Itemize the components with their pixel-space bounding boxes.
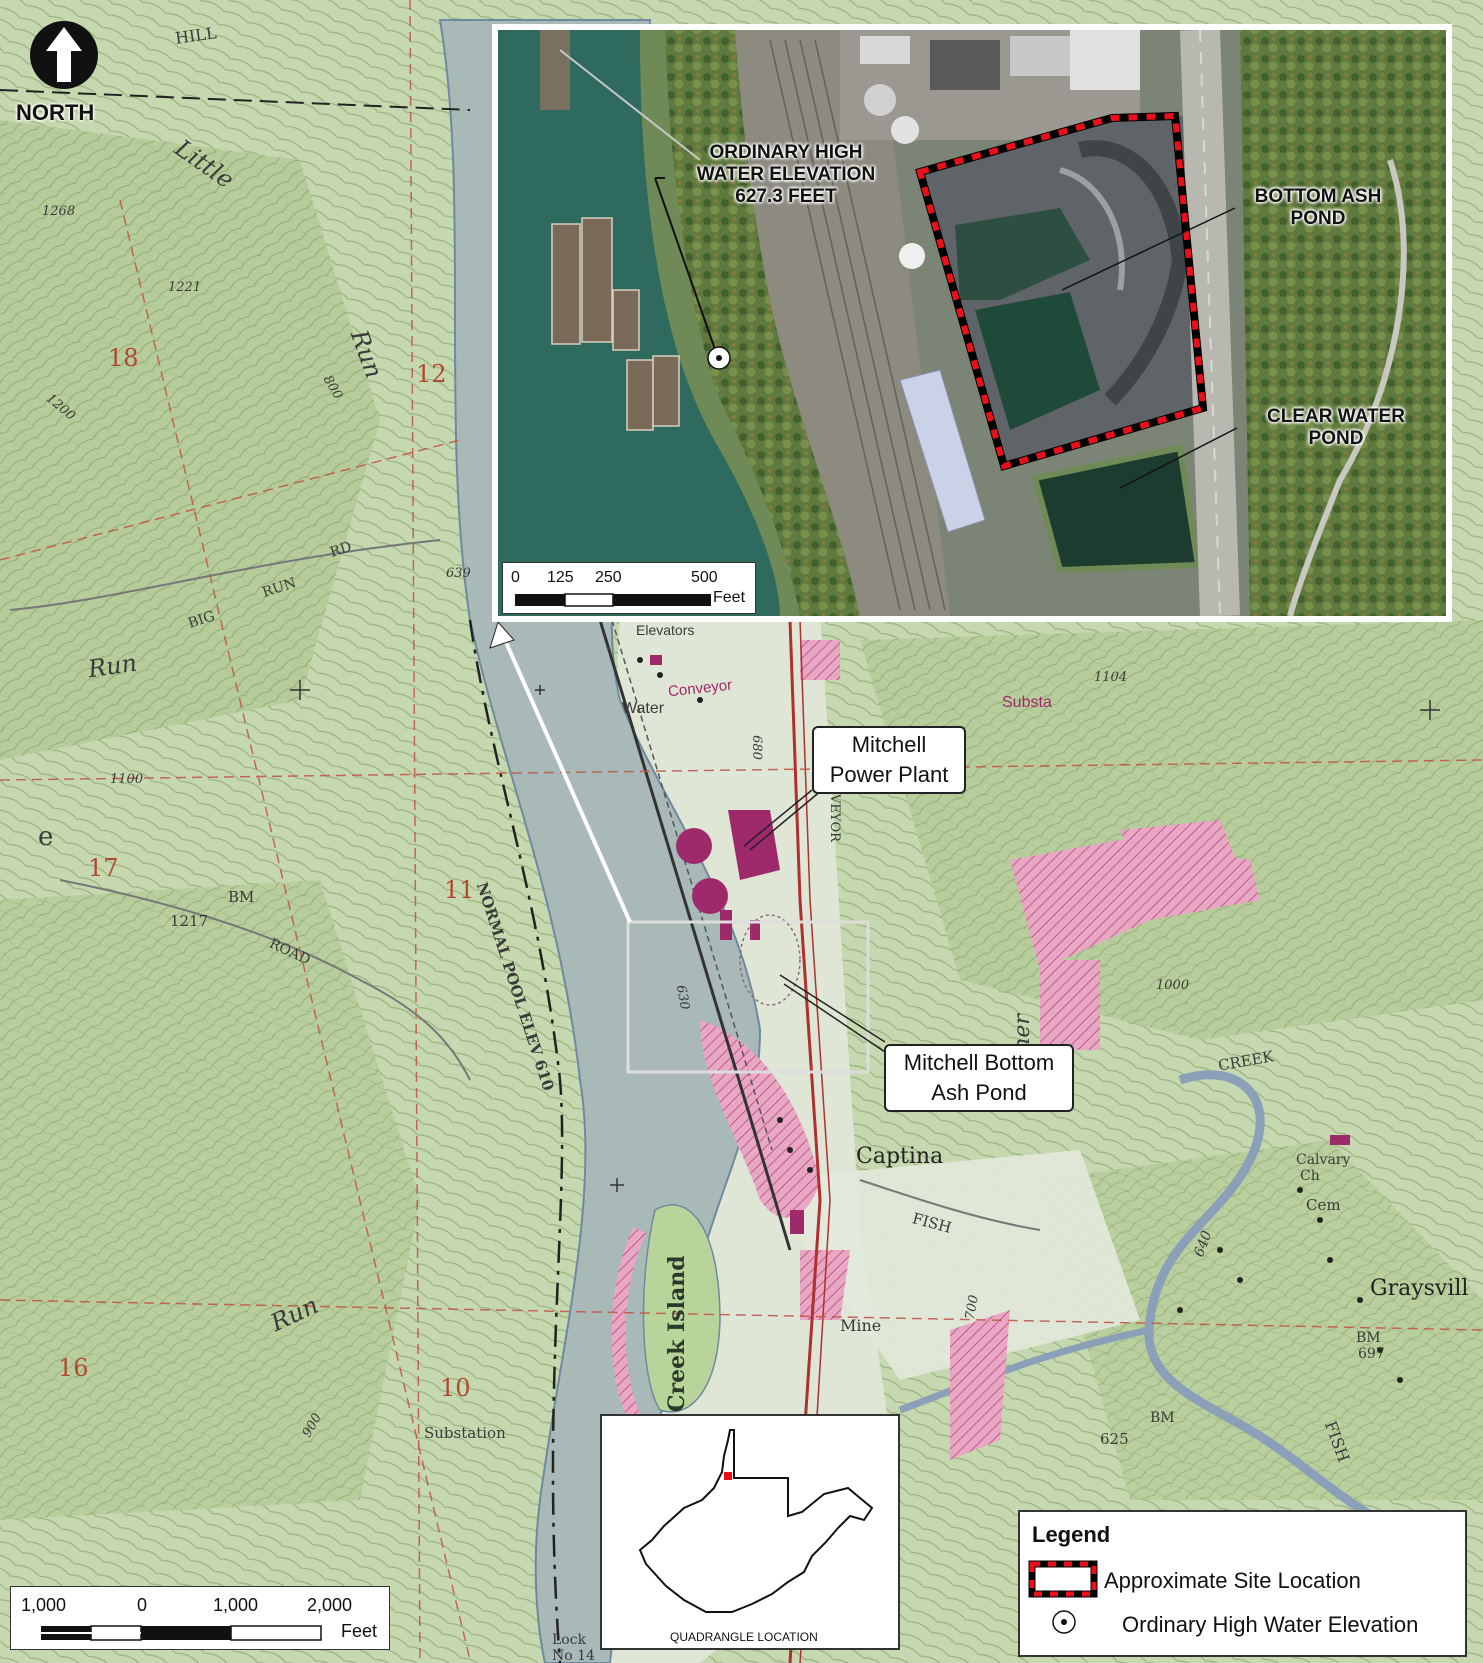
main-scale-bar: 1,000 0 1,000 2,000 Feet xyxy=(10,1586,390,1650)
bottom-ash-line-2: POND xyxy=(1290,208,1346,229)
elev-697-label: 697 xyxy=(1358,1346,1385,1362)
legend-title: Legend xyxy=(1032,1522,1111,1547)
lock-label: Lock xyxy=(552,1632,587,1648)
substation-label: Substation xyxy=(424,1424,506,1442)
inset-scale-tick-125: 125 xyxy=(547,569,574,586)
quadrangle-location-inset: QUADRANGLE LOCATION xyxy=(600,1414,900,1650)
main-scale-unit: Feet xyxy=(341,1621,378,1641)
mine-label: Mine xyxy=(840,1316,882,1335)
bottom-ash-line-1: BOTTOM ASH xyxy=(1254,186,1382,207)
ohwe-point-icon xyxy=(1052,1610,1076,1634)
section-number-11: 11 xyxy=(444,876,475,904)
elev-1104-label: 1104 xyxy=(1094,670,1128,685)
section-number-12: 12 xyxy=(416,360,447,388)
legend-item-ohwe: Ordinary High Water Elevation xyxy=(1122,1612,1419,1637)
calvary-label: Calvary xyxy=(1296,1152,1351,1168)
legend-item-site-location: Approximate Site Location xyxy=(1104,1568,1361,1593)
elev-1217-label: 1217 xyxy=(170,912,209,930)
cem-label: Cem xyxy=(1306,1196,1341,1214)
bm-697-label: BM xyxy=(1356,1330,1381,1346)
ohwe-inset-label: ORDINARY HIGH WATER ELEVATION 627.3 FEET xyxy=(676,142,896,208)
ohwe-line-2: WATER ELEVATION xyxy=(696,164,876,185)
elevators-label: Elevators xyxy=(636,622,695,638)
bm-label: BM xyxy=(228,888,255,906)
ash-pond-line-2: Ash Pond xyxy=(931,1080,1027,1105)
bm-625-label: BM xyxy=(1150,1410,1175,1426)
elev-639-label: 639 xyxy=(446,566,471,581)
inset-scale-bar: 0 125 250 500 Feet xyxy=(502,562,756,614)
main-scale-tick-neg-1000: 1,000 xyxy=(21,1595,67,1615)
lock-number-label: No 14 xyxy=(552,1648,595,1663)
bottom-ash-pond-label: BOTTOM ASH POND xyxy=(1228,186,1408,230)
section-number-16: 16 xyxy=(58,1354,89,1382)
captina-label: Captina xyxy=(856,1144,944,1169)
graysville-label: Graysvill xyxy=(1370,1276,1469,1301)
water-label: Water xyxy=(622,700,665,717)
clear-water-line-1: CLEAR WATER xyxy=(1267,406,1405,427)
elev-625-label: 625 xyxy=(1100,1430,1129,1448)
section-number-18: 18 xyxy=(108,344,139,372)
clear-water-pond-label: CLEAR WATER POND xyxy=(1246,406,1426,450)
substa-label: Substa xyxy=(1002,694,1052,711)
quadrangle-location-label: QUADRANGLE LOCATION xyxy=(670,1630,818,1644)
clear-water-line-2: POND xyxy=(1308,428,1364,449)
ohwe-line-1: ORDINARY HIGH xyxy=(709,142,863,163)
ch-label: Ch xyxy=(1300,1168,1320,1184)
power-plant-line-1: Mitchell xyxy=(851,732,927,757)
elev-1000-label: 1000 xyxy=(1156,978,1190,993)
legend: Legend Approximate Site Location Ordinar… xyxy=(1018,1510,1467,1657)
elev-1221-label: 1221 xyxy=(168,280,202,295)
inset-scale-graphic xyxy=(515,593,711,607)
power-plant-line-2: Power Plant xyxy=(829,762,949,787)
main-scale-graphic xyxy=(41,1625,322,1641)
main-scale-tick-0: 0 xyxy=(137,1595,148,1615)
inset-scale-unit: Feet xyxy=(713,589,746,606)
ohwe-line-3: 627.3 FEET xyxy=(735,186,837,207)
elev-1100-label: 1100 xyxy=(110,772,144,787)
section-number-17: 17 xyxy=(88,854,119,882)
creek-island-label: Creek Island xyxy=(664,1255,690,1412)
north-label: NORTH xyxy=(16,100,95,125)
inset-scale-tick-500: 500 xyxy=(691,569,718,586)
ash-pond-line-1: Mitchell Bottom xyxy=(903,1050,1055,1075)
inset-scale-tick-0: 0 xyxy=(511,569,520,586)
elev-1268-label: 1268 xyxy=(42,204,76,219)
main-scale-tick-2000: 2,000 xyxy=(307,1595,353,1615)
elev-680-label: 680 xyxy=(748,735,764,760)
mitchell-power-plant-callout: Mitchell Power Plant xyxy=(812,726,966,794)
e-label: e xyxy=(38,822,54,852)
section-number-10: 10 xyxy=(440,1374,471,1402)
site-location-swatch-icon xyxy=(1028,1560,1098,1598)
north-arrow: NORTH xyxy=(12,18,112,128)
main-scale-tick-1000: 1,000 xyxy=(213,1595,259,1615)
west-virginia-outline-icon xyxy=(638,1429,874,1613)
mitchell-bottom-ash-pond-callout: Mitchell Bottom Ash Pond xyxy=(884,1044,1074,1112)
inset-scale-tick-250: 250 xyxy=(595,569,622,586)
north-arrow-icon xyxy=(30,21,98,89)
